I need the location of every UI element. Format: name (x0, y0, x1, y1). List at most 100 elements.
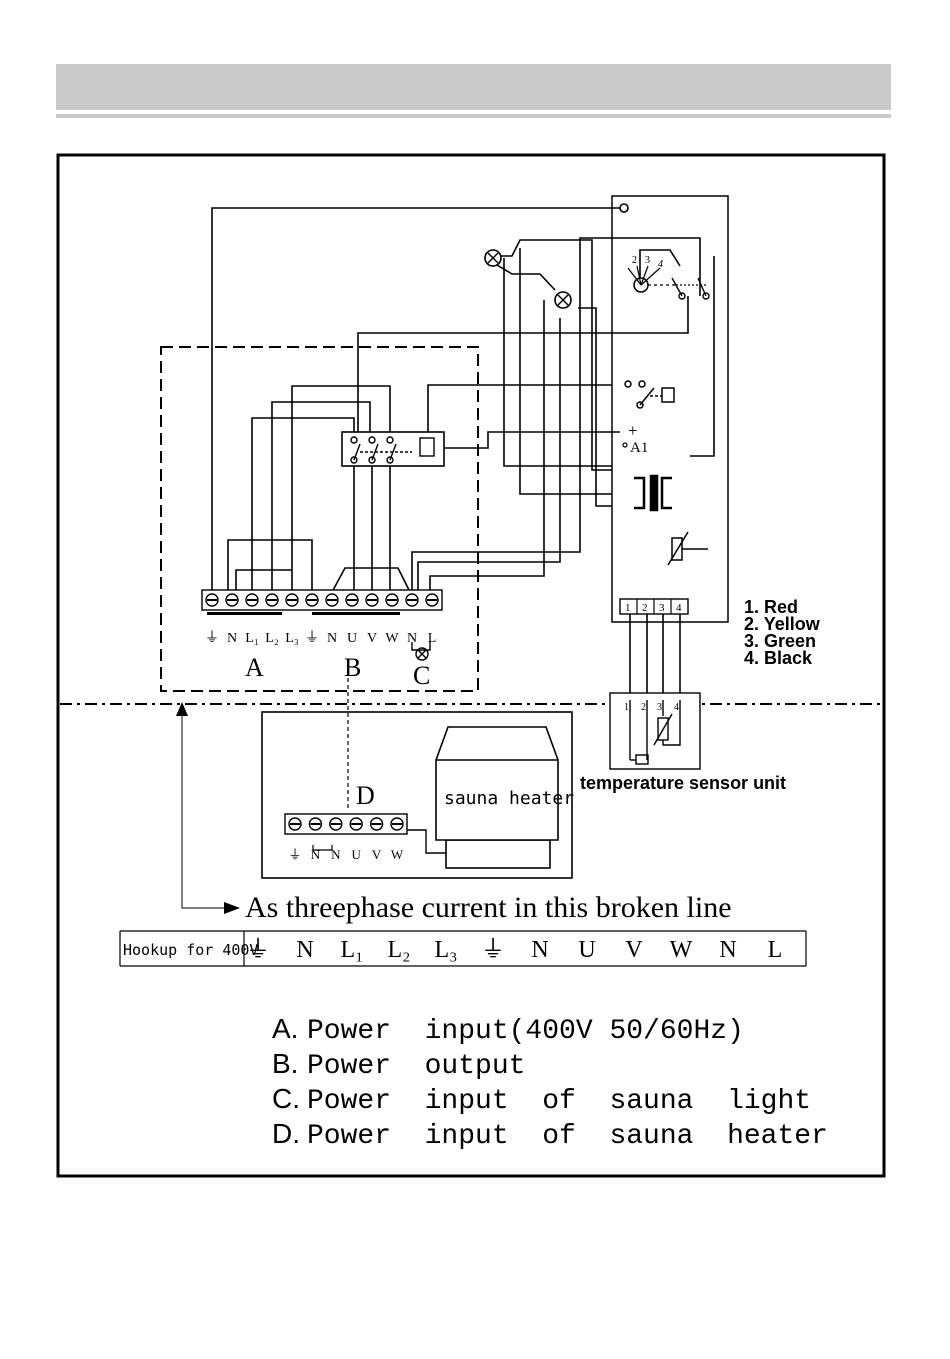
a1-label: A1 (630, 440, 648, 456)
hookup-cell-8: V (625, 937, 643, 963)
terminal-screw (365, 593, 379, 607)
transformer (634, 474, 672, 512)
legend: A. Power input(400V 50/60Hz) B. Power ou… (272, 1013, 828, 1152)
hookup-table-header: Hookup for 400V (123, 941, 258, 959)
hookup-cell-4: L₃ (434, 937, 457, 963)
hookup-cell-6: N (531, 937, 548, 963)
label-c: C (413, 661, 430, 690)
heater-terminal-label-1: N (311, 847, 321, 862)
switch-position-3: 3 (645, 255, 650, 266)
arrow-right (224, 902, 240, 914)
terminal-screw (205, 593, 219, 607)
terminal-screw (308, 817, 323, 831)
controller-board (611, 195, 729, 623)
legend-a-text: Power input(400V 50/60Hz) (307, 1016, 744, 1047)
sensor-pin-1: 1 (625, 602, 631, 614)
terminal-screw (285, 593, 299, 607)
sauna-light-lamp (411, 642, 431, 661)
arrow-path (181, 716, 226, 909)
terminal-screw (405, 593, 419, 607)
terminal-screw (288, 817, 302, 831)
board-thermistor (667, 531, 708, 566)
main-terminal-label-5: ⏚ (305, 630, 319, 646)
sauna-heater-box (261, 711, 573, 879)
a1-terminal (622, 442, 628, 448)
terminal-block-main (201, 589, 443, 615)
hookup-cell-10: N (719, 937, 736, 963)
sensor-unit-pin-3: 3 (657, 702, 662, 713)
terminal-screw (245, 593, 259, 607)
selector-switch (627, 265, 710, 300)
heater-terminal-label-4: V (372, 847, 382, 862)
hookup-table (119, 930, 807, 967)
label-a: A (245, 653, 264, 682)
terminal-screw (349, 817, 363, 831)
board-terminal (619, 203, 629, 213)
heater-terminal-label-3: U (352, 847, 362, 862)
sensor-pin-4: 4 (676, 602, 682, 614)
legend-c-text: Power input of sauna light (307, 1086, 811, 1117)
heater-supply-wire (407, 829, 446, 854)
temperature-sensor-unit (609, 692, 701, 770)
broken-line-note: As threephase current in this broken lin… (245, 891, 732, 924)
hookup-cell-11: L (768, 937, 783, 963)
sauna-heater-label: sauna heater (444, 788, 574, 809)
main-terminal-label-11: L (428, 631, 437, 646)
plus-label: + (628, 421, 638, 440)
main-terminal-label-4: L₃ (285, 631, 299, 646)
board-relay (624, 380, 675, 409)
main-terminal-label-10: N (407, 631, 417, 646)
heater-terminal-label-2: N (331, 847, 341, 862)
main-terminal-label-9: W (385, 631, 399, 646)
main-terminal-label-6: N (327, 631, 337, 646)
hookup-cell-1: N (296, 937, 313, 963)
legend-d-letter: D. (272, 1118, 300, 1149)
legend-b-letter: B. (272, 1048, 298, 1079)
diagram-frame (56, 153, 886, 1178)
sensor-unit-pin-1: 1 (624, 702, 629, 713)
legend-c-letter: C. (272, 1083, 300, 1114)
switch-position-4: 4 (658, 259, 663, 270)
terminal-screw (265, 593, 279, 607)
heater-indicator-lamp (484, 249, 502, 267)
main-terminal-label-1: N (227, 631, 237, 646)
terminal-screw (385, 593, 399, 607)
legend-a-letter: A. (272, 1013, 298, 1044)
temperature-sensor-label: temperature sensor unit (580, 773, 786, 793)
main-terminal-label-2: L₁ (245, 631, 258, 646)
wire-color-2: 2. Yellow (744, 614, 821, 634)
control-box-boundary (160, 346, 479, 692)
wires (211, 207, 715, 710)
arrow-up (176, 702, 188, 716)
sensor-pin-2: 2 (642, 602, 648, 614)
terminal-screw (305, 593, 319, 607)
terminal-screw (225, 593, 239, 607)
label-d: D (356, 781, 375, 810)
terminal-screw (369, 817, 384, 831)
hookup-cell-5: ⏚ (481, 937, 505, 963)
hookup-cell-9: W (670, 937, 693, 963)
legend-b-text: Power output (307, 1051, 525, 1082)
main-terminal-label-7: U (347, 631, 357, 646)
heater-terminal-label-0: ⏚ (288, 847, 301, 862)
terminal-screw (325, 593, 339, 607)
hookup-cell-3: L₂ (387, 937, 410, 963)
terminal-screw (329, 817, 343, 831)
terminal-screw (345, 593, 359, 607)
terminal-screw (390, 817, 404, 831)
wire-color-1: 1. Red (744, 597, 798, 617)
power-indicator-lamp (554, 291, 572, 309)
terminal-block-heater (284, 813, 408, 835)
header-band (56, 64, 891, 110)
wire-color-3: 3. Green (744, 631, 816, 651)
switch-position-2: 2 (632, 255, 637, 266)
sensor-connector-board (619, 598, 689, 615)
main-terminal-label-3: L₂ (265, 631, 279, 646)
main-terminal-label-8: V (367, 631, 377, 646)
terminal-screw (425, 593, 439, 607)
hookup-cell-2: L₁ (340, 937, 363, 963)
hookup-cell-7: U (578, 937, 595, 963)
hookup-cell-0: ⏚ (246, 937, 270, 963)
main-terminal-label-0: ⏚ (205, 630, 219, 646)
